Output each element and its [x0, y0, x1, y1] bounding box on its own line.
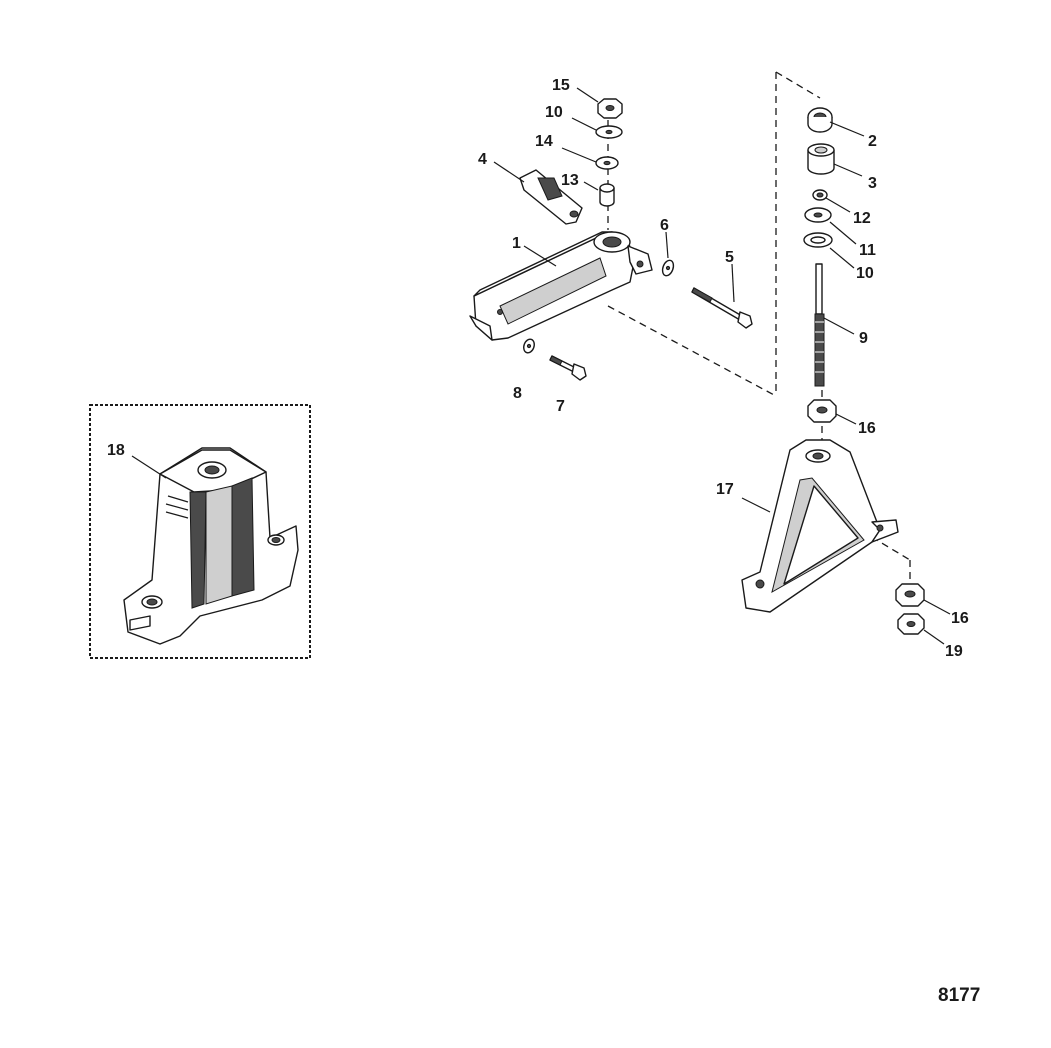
callout-12: 12	[853, 210, 871, 227]
callout-8: 8	[513, 385, 522, 402]
callout-1: 1	[512, 235, 521, 252]
callout-19: 19	[945, 643, 963, 660]
callout-labels: 1 2 3 4 5 6 7 8 9 10 10 11 12 13 14 15 1…	[107, 77, 969, 660]
part-19-hex-nut	[897, 613, 925, 635]
part-1-mount-bracket	[469, 231, 653, 341]
callout-6: 6	[660, 217, 669, 234]
callout-2: 2	[868, 133, 877, 150]
callout-17: 17	[716, 481, 734, 498]
callout-13: 13	[561, 172, 579, 189]
part-18-alternate-mount	[123, 447, 299, 645]
part-8-small-washer	[523, 338, 535, 354]
part-11-washer	[804, 207, 832, 223]
part-6-small-washer	[661, 259, 675, 277]
callout-4: 4	[478, 151, 487, 168]
callout-18: 18	[107, 442, 125, 459]
part-16-hex-nut-upper	[807, 399, 837, 423]
part-2-cup-ring	[807, 107, 833, 133]
callout-10-left: 10	[545, 104, 563, 121]
callout-15: 15	[552, 77, 570, 94]
part-7-bolt	[549, 355, 587, 381]
part-4-clamp-plate	[519, 169, 583, 225]
part-10-washer-left	[595, 125, 623, 139]
callout-9: 9	[859, 330, 868, 347]
part-9-threaded-stud	[814, 263, 825, 387]
part-12-small-nut	[812, 189, 828, 201]
part-13-sleeve	[599, 183, 615, 207]
callout-16-upper: 16	[858, 420, 876, 437]
inset-panel	[89, 404, 311, 659]
part-3-bushing	[807, 143, 835, 175]
part-14-washer	[595, 156, 619, 170]
callout-11: 11	[859, 242, 876, 259]
callout-10-right: 10	[856, 265, 874, 282]
part-15-lock-nut	[597, 98, 623, 119]
callout-7: 7	[556, 398, 565, 415]
part-16-hex-nut-lower	[895, 583, 925, 607]
part-5-long-bolt	[691, 287, 753, 329]
callout-3: 3	[868, 175, 877, 192]
part-10-washer-right	[803, 232, 833, 248]
figure-number: 8177	[938, 985, 980, 1006]
callout-5: 5	[725, 249, 734, 266]
part-17-support-base	[741, 439, 899, 613]
callout-14: 14	[535, 133, 553, 150]
callout-16-lower: 16	[951, 610, 969, 627]
leader-lines	[131, 87, 951, 645]
